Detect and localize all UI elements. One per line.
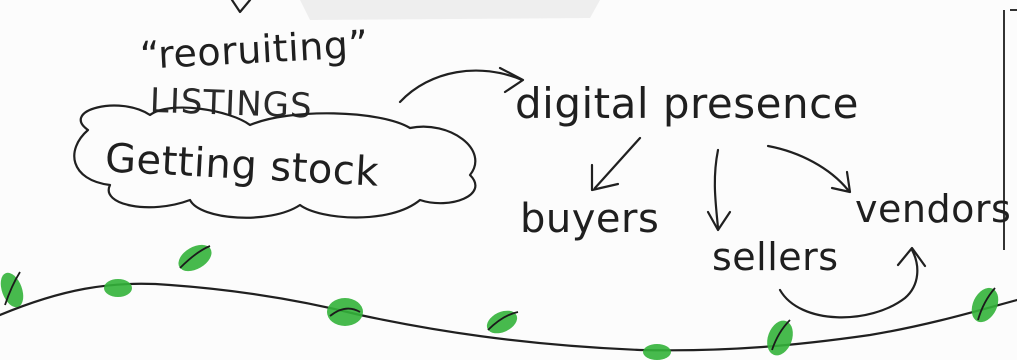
arrow-to-digital-presence — [398, 69, 524, 104]
leaf-4-outline — [329, 307, 361, 317]
leaf-4 — [327, 298, 363, 326]
vine-line — [0, 282, 1017, 352]
leaf-8-outline — [977, 287, 996, 321]
getting-stock-label: Getting stock — [104, 135, 381, 195]
leaf-6 — [643, 344, 671, 360]
leaf-1-outline — [4, 271, 21, 306]
arrow-to-buyers — [593, 136, 642, 190]
digital-presence-label: digital presence — [515, 79, 859, 128]
arrow-head-buyers — [590, 163, 620, 192]
leaf-5 — [486, 310, 518, 334]
arrow-head-digital-presence — [498, 66, 525, 94]
vendors-label: vendors — [855, 187, 1011, 231]
vine-leaves — [0, 244, 999, 360]
leaf-1 — [0, 272, 24, 308]
recruiting-label: “reoruiting” — [139, 22, 370, 78]
leaf-5-outline — [487, 311, 519, 331]
arrow-head-vendors — [830, 170, 852, 194]
paper-shadow — [300, 0, 600, 20]
arrow-head-sellers — [706, 210, 732, 232]
arrow-to-vendors — [766, 144, 850, 192]
leaf-2 — [104, 279, 132, 297]
arrow-sellers-to-vendors — [778, 248, 919, 319]
leaf-8 — [971, 287, 999, 323]
arrow-head-sellers-to-vendors — [896, 246, 927, 268]
leaf-7-outline — [771, 319, 791, 351]
leaf-7 — [767, 320, 793, 356]
arrow-to-sellers — [713, 148, 720, 230]
leaf-3 — [178, 244, 212, 272]
buyers-label: buyers — [520, 196, 659, 242]
listings-label: LISTINGS — [149, 81, 313, 127]
top-arrow-fragment — [230, 0, 252, 14]
sellers-label: sellers — [712, 235, 839, 279]
leaf-3-outline — [179, 245, 211, 269]
getting-stock-cloud — [73, 104, 477, 219]
